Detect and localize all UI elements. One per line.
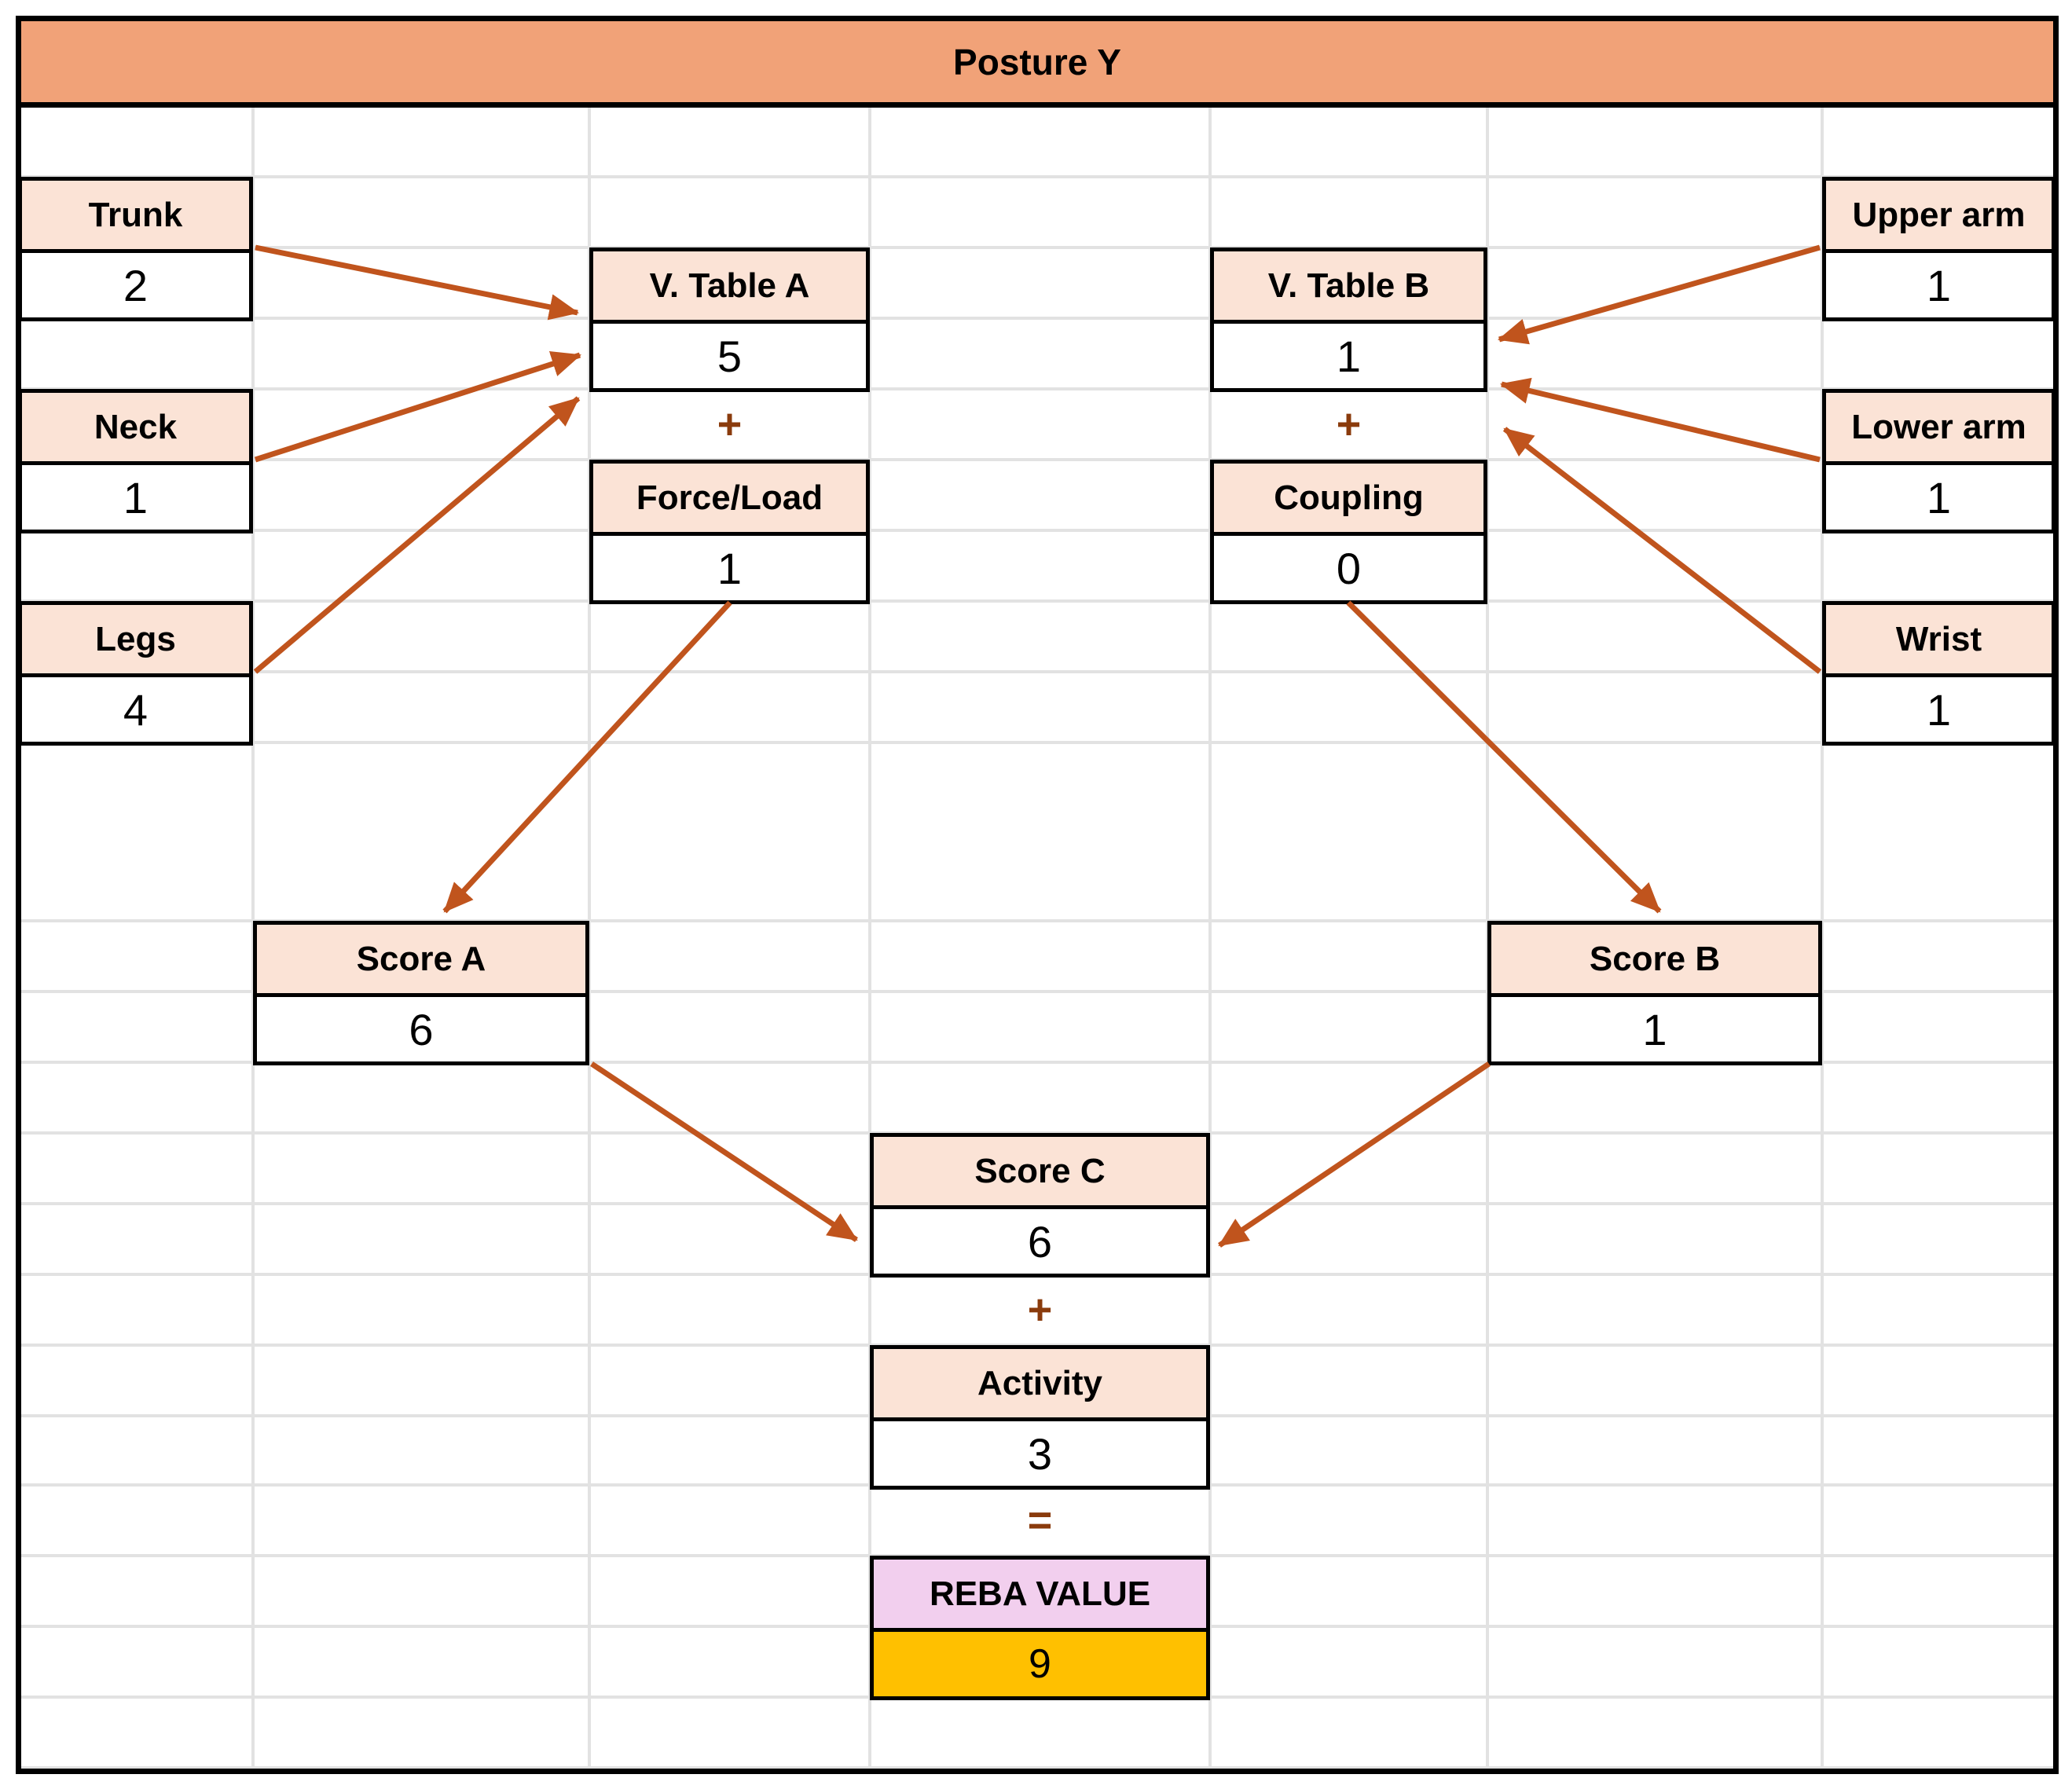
wrist-label: Wrist	[1826, 605, 2052, 677]
coupling-value-cell[interactable]: 0	[1214, 536, 1483, 600]
plus-operator-a: +	[717, 401, 743, 448]
upper-arm-value-cell[interactable]: 1	[1826, 253, 2052, 317]
table-b-value-cell[interactable]: 1	[1214, 324, 1483, 388]
arrow-legs-to-table-a	[253, 396, 581, 674]
arrow-coupling-to-score-b	[1346, 600, 1662, 914]
activity-label: Activity	[874, 1349, 1206, 1421]
arrow-score-b-to-score-c	[1218, 1061, 1491, 1248]
force-load-label: Force/Load	[593, 464, 866, 536]
node-force-load: Force/Load 1	[589, 460, 870, 604]
wrist-value-cell[interactable]: 1	[1826, 677, 2052, 742]
plus-operator-c: +	[1027, 1286, 1053, 1333]
node-table-b: V. Table B 1	[1210, 247, 1487, 392]
table-a-value-cell[interactable]: 5	[593, 324, 866, 388]
lower-arm-label: Lower arm	[1826, 393, 2052, 465]
table-a-label: V. Table A	[593, 251, 866, 324]
plus-operator-b: +	[1336, 401, 1362, 448]
arrow-upper-arm-to-table-b	[1497, 244, 1821, 345]
node-table-a: V. Table A 5	[589, 247, 870, 392]
trunk-label: Trunk	[22, 181, 249, 253]
legs-label: Legs	[22, 605, 249, 677]
arrow-neck-to-table-a	[254, 350, 581, 463]
coupling-label: Coupling	[1214, 464, 1483, 536]
arrow-trunk-to-table-a	[255, 244, 580, 321]
arrow-force-load-to-score-a	[442, 600, 732, 914]
score-b-label: Score B	[1491, 925, 1818, 997]
trunk-value-cell[interactable]: 2	[22, 253, 249, 317]
node-score-a: Score A 6	[253, 921, 589, 1065]
arrow-wrist-to-table-b	[1502, 427, 1822, 674]
reba-value-label: REBA VALUE	[874, 1560, 1206, 1632]
equals-operator: =	[1027, 1497, 1053, 1544]
node-reba-value: REBA VALUE 9	[870, 1556, 1210, 1700]
node-score-b: Score B 1	[1487, 921, 1822, 1065]
node-coupling: Coupling 0	[1210, 460, 1487, 604]
neck-label: Neck	[22, 393, 249, 465]
node-trunk: Trunk 2	[18, 177, 253, 321]
force-load-value-cell[interactable]: 1	[593, 536, 866, 600]
activity-value-cell[interactable]: 3	[874, 1421, 1206, 1486]
legs-value-cell[interactable]: 4	[22, 677, 249, 742]
node-lower-arm: Lower arm 1	[1822, 389, 2055, 533]
upper-arm-label: Upper arm	[1826, 181, 2052, 253]
node-upper-arm: Upper arm 1	[1822, 177, 2055, 321]
arrow-lower-arm-to-table-b	[1499, 377, 1821, 463]
node-score-c: Score C 6	[870, 1133, 1210, 1278]
score-b-value-cell[interactable]: 1	[1491, 997, 1818, 1061]
score-a-label: Score A	[257, 925, 585, 997]
lower-arm-value-cell[interactable]: 1	[1826, 465, 2052, 530]
score-a-value-cell[interactable]: 6	[257, 997, 585, 1061]
node-legs: Legs 4	[18, 601, 253, 746]
reba-value-cell: 9	[874, 1632, 1206, 1696]
score-c-label: Score C	[874, 1137, 1206, 1209]
node-wrist: Wrist 1	[1822, 601, 2055, 746]
neck-value-cell[interactable]: 1	[22, 465, 249, 530]
arrow-score-a-to-score-c	[590, 1061, 858, 1242]
score-c-value-cell[interactable]: 6	[874, 1209, 1206, 1274]
title-bar: Posture Y	[16, 16, 2059, 108]
node-neck: Neck 1	[18, 389, 253, 533]
node-activity: Activity 3	[870, 1345, 1210, 1490]
page-title: Posture Y	[953, 41, 1121, 82]
table-b-label: V. Table B	[1214, 251, 1483, 324]
